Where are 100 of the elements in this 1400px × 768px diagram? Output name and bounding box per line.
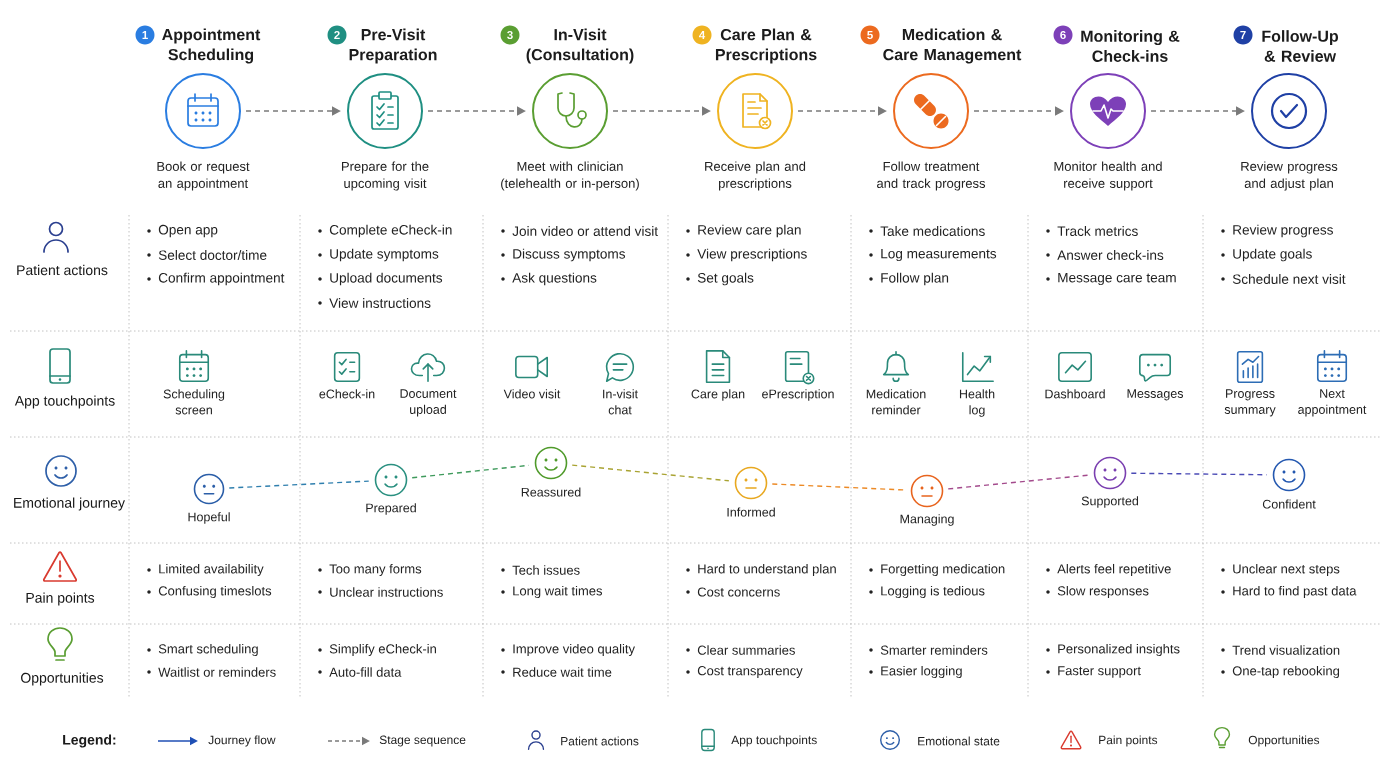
list-item: Tech issues [512, 565, 580, 575]
step-number: 4 [692, 25, 712, 45]
arrow [427, 106, 526, 116]
touchpoint-label: Medication reminder [866, 389, 926, 415]
legend-text: Pain points [1099, 735, 1158, 747]
list-item: Open app [158, 224, 218, 238]
list-item: Track metrics [1057, 226, 1138, 236]
connector-line [571, 464, 730, 482]
list-item: Improve video quality [513, 643, 635, 657]
list-item: Too many forms [329, 563, 422, 577]
list-item: Unclear instructions [330, 587, 443, 597]
stage-description: Meet with clinician (telehealth or in-person) [501, 161, 639, 191]
legend-text: Emotional state [918, 736, 1000, 746]
connector-line [947, 474, 1089, 490]
list-item: Confirm appointment [158, 272, 285, 286]
legend-text: Opportunities [1248, 735, 1320, 747]
row-header: App touchpoints [14, 395, 115, 409]
legend-text: App touchpoints [731, 735, 817, 747]
legend-text: Stage sequence [379, 735, 466, 747]
list-item: View prescriptions [697, 248, 807, 262]
step-number: 7 [1233, 25, 1253, 45]
stage-description: Prepare for the upcoming visit [342, 161, 429, 191]
arrow [973, 106, 1064, 116]
emotion-label: Supported [1081, 496, 1139, 508]
stage-description: Book or request an appointment [157, 161, 250, 191]
list-item: Update goals [1233, 248, 1312, 262]
emotion-label: Hopeful [188, 512, 230, 524]
list-item: Upload documents [330, 272, 443, 286]
list-item: Ask questions [512, 272, 597, 286]
connector-line [771, 483, 906, 491]
legend-text: Patient actions [561, 736, 639, 746]
list-item: Faster support [1058, 666, 1141, 678]
legend-title: Legend: [63, 734, 116, 748]
list-item: Follow plan [881, 272, 949, 286]
row-header: Patient actions [17, 264, 108, 276]
list-item: Hard to understand plan [698, 563, 836, 577]
touchpoint-label: Next appointment [1298, 389, 1367, 417]
stage-description: Review progress and adjust plan [1241, 161, 1338, 191]
connector-line [1130, 472, 1268, 476]
touchpoint-label: Document upload [400, 389, 457, 417]
list-item: Smarter reminders [880, 645, 988, 655]
list-item: Waitlist or reminders [158, 667, 276, 677]
step-number: 1 [135, 25, 155, 45]
list-item: Message care team [1058, 272, 1176, 286]
touchpoint-label: In-visit chat [603, 389, 638, 415]
list-item: Long wait times [513, 585, 603, 599]
list-item: Limited availability [159, 563, 264, 577]
list-item: Clear summaries [697, 645, 795, 655]
stage-title: Medication & Care Management [883, 28, 1022, 64]
stage-title: Pre-Visit Preparation [349, 28, 437, 64]
list-item: Forgetting medication [881, 563, 1005, 577]
touchpoint-label: Progress summary [1224, 389, 1276, 417]
step-number: 2 [327, 25, 347, 45]
emotion-label: Informed [727, 507, 775, 517]
stage-title: Follow-Up & Review [1262, 30, 1339, 62]
list-item: Trend visualization [1232, 645, 1340, 655]
list-item: Set goals [697, 272, 754, 286]
touchpoint-label: ePrescription [762, 389, 834, 401]
stage-description: Monitor health and receive support [1054, 161, 1162, 191]
list-item: One-tap rebooking [1232, 665, 1340, 679]
stage-title: In-Visit (Consultation) [526, 28, 634, 64]
touchpoint-label: Health log [960, 389, 995, 417]
list-item: Take medications [880, 226, 985, 236]
list-item: Schedule next visit [1232, 274, 1346, 284]
list-item: Complete eCheck-in [329, 224, 452, 238]
row-header: Emotional journey [14, 497, 125, 511]
stage-description: Receive plan and prescriptions [705, 161, 806, 191]
stage-title: Monitoring & Check-ins [1081, 30, 1180, 62]
touchpoint-label: Scheduling screen [163, 389, 225, 415]
step-number: 3 [500, 25, 520, 45]
arrow [1150, 106, 1245, 116]
row-header: Pain points [26, 592, 95, 606]
list-item: Logging is tedious [881, 585, 985, 599]
list-item: Log measurements [881, 248, 997, 262]
touchpoint-label: Messages [1127, 389, 1184, 401]
arrow [797, 106, 887, 116]
step-number: 6 [1053, 25, 1073, 45]
emotion-label: Prepared [366, 503, 416, 515]
list-item: Review progress [1233, 224, 1333, 238]
list-item: Answer check-ins [1057, 250, 1164, 260]
legend-text: Journey flow [208, 735, 276, 747]
touchpoint-label: Video visit [503, 389, 561, 399]
touchpoint-label: eCheck-in [319, 389, 375, 399]
step-number: 5 [860, 25, 880, 45]
emotion-label: Confident [1262, 499, 1316, 509]
list-item: Alerts feel repetitive [1057, 563, 1171, 577]
list-item: Smart scheduling [158, 643, 258, 657]
arrow [612, 106, 711, 116]
list-item: Reduce wait time [513, 667, 612, 677]
list-item: View instructions [329, 298, 431, 308]
touchpoint-label: Dashboard [1045, 389, 1105, 399]
stage-description: Follow treatment and track progress [877, 161, 986, 191]
touchpoint-label: Care plan [691, 389, 745, 401]
list-item: Cost concerns [697, 587, 780, 597]
list-item: Join video or attend visit [512, 226, 658, 236]
list-item: Unclear next steps [1233, 563, 1340, 577]
list-item: Easier logging [881, 665, 962, 679]
emotion-label: Managing [900, 514, 954, 526]
list-item: Auto-fill data [329, 667, 402, 677]
connector-line [228, 480, 370, 489]
